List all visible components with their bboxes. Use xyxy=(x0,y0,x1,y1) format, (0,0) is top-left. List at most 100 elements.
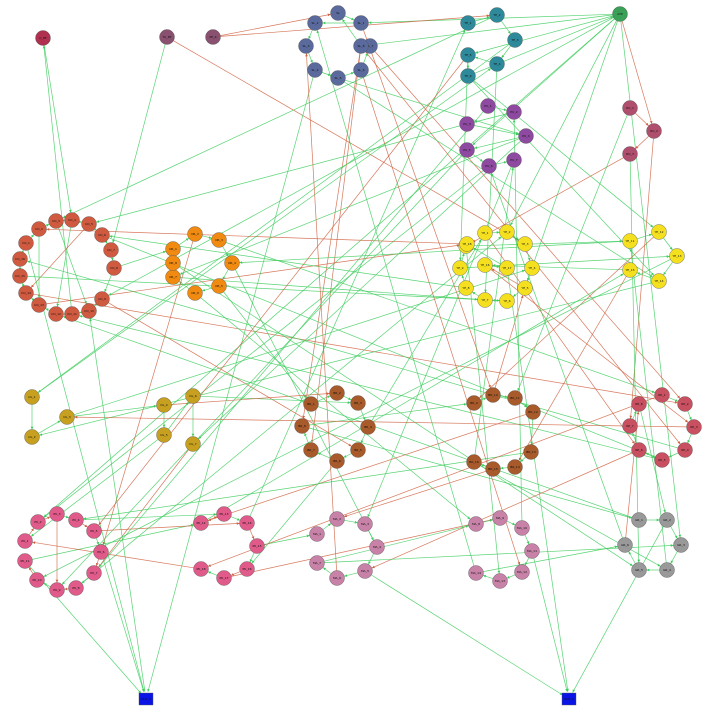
node-k3[interactable]: PK_3 xyxy=(49,506,65,522)
node-l2[interactable]: OL_2 xyxy=(24,429,40,445)
node-y4[interactable]: YE_4 xyxy=(524,260,540,276)
node-l4[interactable]: OL_4 xyxy=(156,397,172,413)
node-n1[interactable]: C_HF xyxy=(35,30,51,46)
node-y1[interactable]: YE_1 xyxy=(477,225,493,241)
node-y12[interactable]: YE_12 xyxy=(651,224,667,240)
node-t6[interactable]: TE_6 xyxy=(460,68,476,84)
node-m6[interactable]: MA_6 xyxy=(329,570,345,586)
node-k1[interactable]: PK_1 xyxy=(17,533,33,549)
node-b5[interactable]: BR_5 xyxy=(350,442,366,458)
node-l5[interactable]: OL_5 xyxy=(156,427,172,443)
node-b16[interactable]: BR_16 xyxy=(466,454,482,470)
node-y15[interactable]: YE_15 xyxy=(622,262,638,278)
node-n4[interactable]: ATP xyxy=(612,6,628,22)
node-m7[interactable]: MA_7 xyxy=(309,555,325,571)
node-c6[interactable]: CO_6 xyxy=(94,227,110,243)
node-k15[interactable]: PK_15 xyxy=(249,538,265,554)
node-l7[interactable]: OL_7 xyxy=(185,436,201,452)
node-c12[interactable]: CO_12 xyxy=(48,306,64,322)
node-e3[interactable]: RP_3 xyxy=(686,419,702,435)
node-m3[interactable]: MA_3 xyxy=(357,516,373,532)
node-m2[interactable]: MA_2 xyxy=(329,511,345,527)
node-k5[interactable]: PK_5 xyxy=(86,523,102,539)
node-e6[interactable]: RP_6 xyxy=(631,442,647,458)
node-k8[interactable]: PK_8 xyxy=(68,580,84,596)
node-k16[interactable]: PK_16 xyxy=(239,561,255,577)
node-t3[interactable]: TE_3 xyxy=(507,32,523,48)
node-e4[interactable]: RP_4 xyxy=(677,442,693,458)
node-b6[interactable]: BR_6 xyxy=(329,453,345,469)
node-g4[interactable]: GR_4 xyxy=(659,562,675,578)
node-y6[interactable]: YE_6 xyxy=(499,293,515,309)
node-c2[interactable]: CO_2 xyxy=(31,221,47,237)
node-o7[interactable]: OR_7 xyxy=(165,269,181,285)
node-m5[interactable]: MA_5 xyxy=(357,563,373,579)
node-k6[interactable]: PK_6 xyxy=(93,544,109,560)
node-b13[interactable]: BR_13 xyxy=(523,444,539,460)
node-y16[interactable]: YE_16 xyxy=(477,257,493,273)
node-g5[interactable]: GR_5 xyxy=(631,562,647,578)
node-y17[interactable]: YE_17 xyxy=(499,260,515,276)
node-k17[interactable]: PK_17 xyxy=(216,570,232,586)
node-k11[interactable]: PK_11 xyxy=(17,553,33,569)
node-l1[interactable]: OL_1 xyxy=(24,389,40,405)
node-g2[interactable]: GR_2 xyxy=(659,512,675,528)
node-y7[interactable]: YE_7 xyxy=(477,292,493,308)
node-s2[interactable]: SL_1 xyxy=(353,15,369,31)
node-c1[interactable]: CO_1 xyxy=(18,235,34,251)
node-t4[interactable]: TE_4 xyxy=(489,56,505,72)
node-b10[interactable]: BR_10 xyxy=(485,387,501,403)
node-l6[interactable]: OL_6 xyxy=(185,388,201,404)
node-b7[interactable]: BR_7 xyxy=(303,442,319,458)
node-m13[interactable]: MA_13 xyxy=(492,573,508,589)
node-b14[interactable]: BR_14 xyxy=(507,459,523,475)
node-c13[interactable]: CO_13 xyxy=(31,297,47,313)
node-e7[interactable]: RP_7 xyxy=(622,418,638,434)
node-m12[interactable]: MA_12 xyxy=(514,564,530,580)
node-k2[interactable]: PK_2 xyxy=(30,514,46,530)
node-s6[interactable]: SL_5 xyxy=(330,70,346,86)
node-m11[interactable]: MA_11 xyxy=(524,543,540,559)
node-k13[interactable]: PK_13 xyxy=(216,506,232,522)
node-b2[interactable]: BR_2 xyxy=(329,385,345,401)
node-k4[interactable]: PK_4 xyxy=(68,512,84,528)
node-y13[interactable]: YE_13 xyxy=(669,248,685,264)
node-s5[interactable]: SL_4 xyxy=(307,62,323,78)
node-e8[interactable]: RP_8 xyxy=(631,396,647,412)
node-m14[interactable]: MA_14 xyxy=(468,565,484,581)
node-p5[interactable]: PU_5 xyxy=(459,142,475,158)
node-s3[interactable]: SL_2 xyxy=(307,15,323,31)
node-k18[interactable]: PK_18 xyxy=(193,561,209,577)
node-m8[interactable]: MA_8 xyxy=(468,516,484,532)
node-m9[interactable]: MA_9 xyxy=(492,510,508,526)
node-o6[interactable]: OR_6 xyxy=(187,285,203,301)
node-r2[interactable]: RO_2 xyxy=(646,123,662,139)
node-o3[interactable]: OR_3 xyxy=(211,232,227,248)
node-b3[interactable]: BR_3 xyxy=(350,395,366,411)
node-b8[interactable]: BR_8 xyxy=(294,418,310,434)
node-n3[interactable]: PP_K xyxy=(205,29,221,45)
node-o8[interactable]: OR_8 xyxy=(165,255,181,271)
node-y2[interactable]: YE_2 xyxy=(499,224,515,240)
node-y14[interactable]: YE_14 xyxy=(651,273,667,289)
node-y3[interactable]: YE_3 xyxy=(517,236,533,252)
node-m10[interactable]: MA_10 xyxy=(514,520,530,536)
node-o5[interactable]: OR_5 xyxy=(211,278,227,294)
node-y18[interactable]: YE_18 xyxy=(459,236,475,252)
node-o4[interactable]: OR_4 xyxy=(224,255,240,271)
node-e5[interactable]: RP_5 xyxy=(654,452,670,468)
node-p7[interactable]: PU_7 xyxy=(506,152,522,168)
node-m1[interactable]: MA_1 xyxy=(309,526,325,542)
node-b11[interactable]: BR_11 xyxy=(507,390,523,406)
node-p6[interactable]: PU_6 xyxy=(481,158,497,174)
node-c7[interactable]: CO_7 xyxy=(103,242,119,258)
node-t2[interactable]: TE_2 xyxy=(489,7,505,23)
node-y9[interactable]: YE_9 xyxy=(452,260,468,276)
node-y8[interactable]: YE_8 xyxy=(458,280,474,296)
node-c5[interactable]: CO_5 xyxy=(81,216,97,232)
node-b1[interactable]: BR_1 xyxy=(303,396,319,412)
node-c3[interactable]: CO_3 xyxy=(48,213,64,229)
node-q2[interactable]: OUT_2 xyxy=(561,692,577,706)
node-s9[interactable]: SL_8 xyxy=(353,38,369,54)
node-b15[interactable]: BR_15 xyxy=(485,461,501,477)
